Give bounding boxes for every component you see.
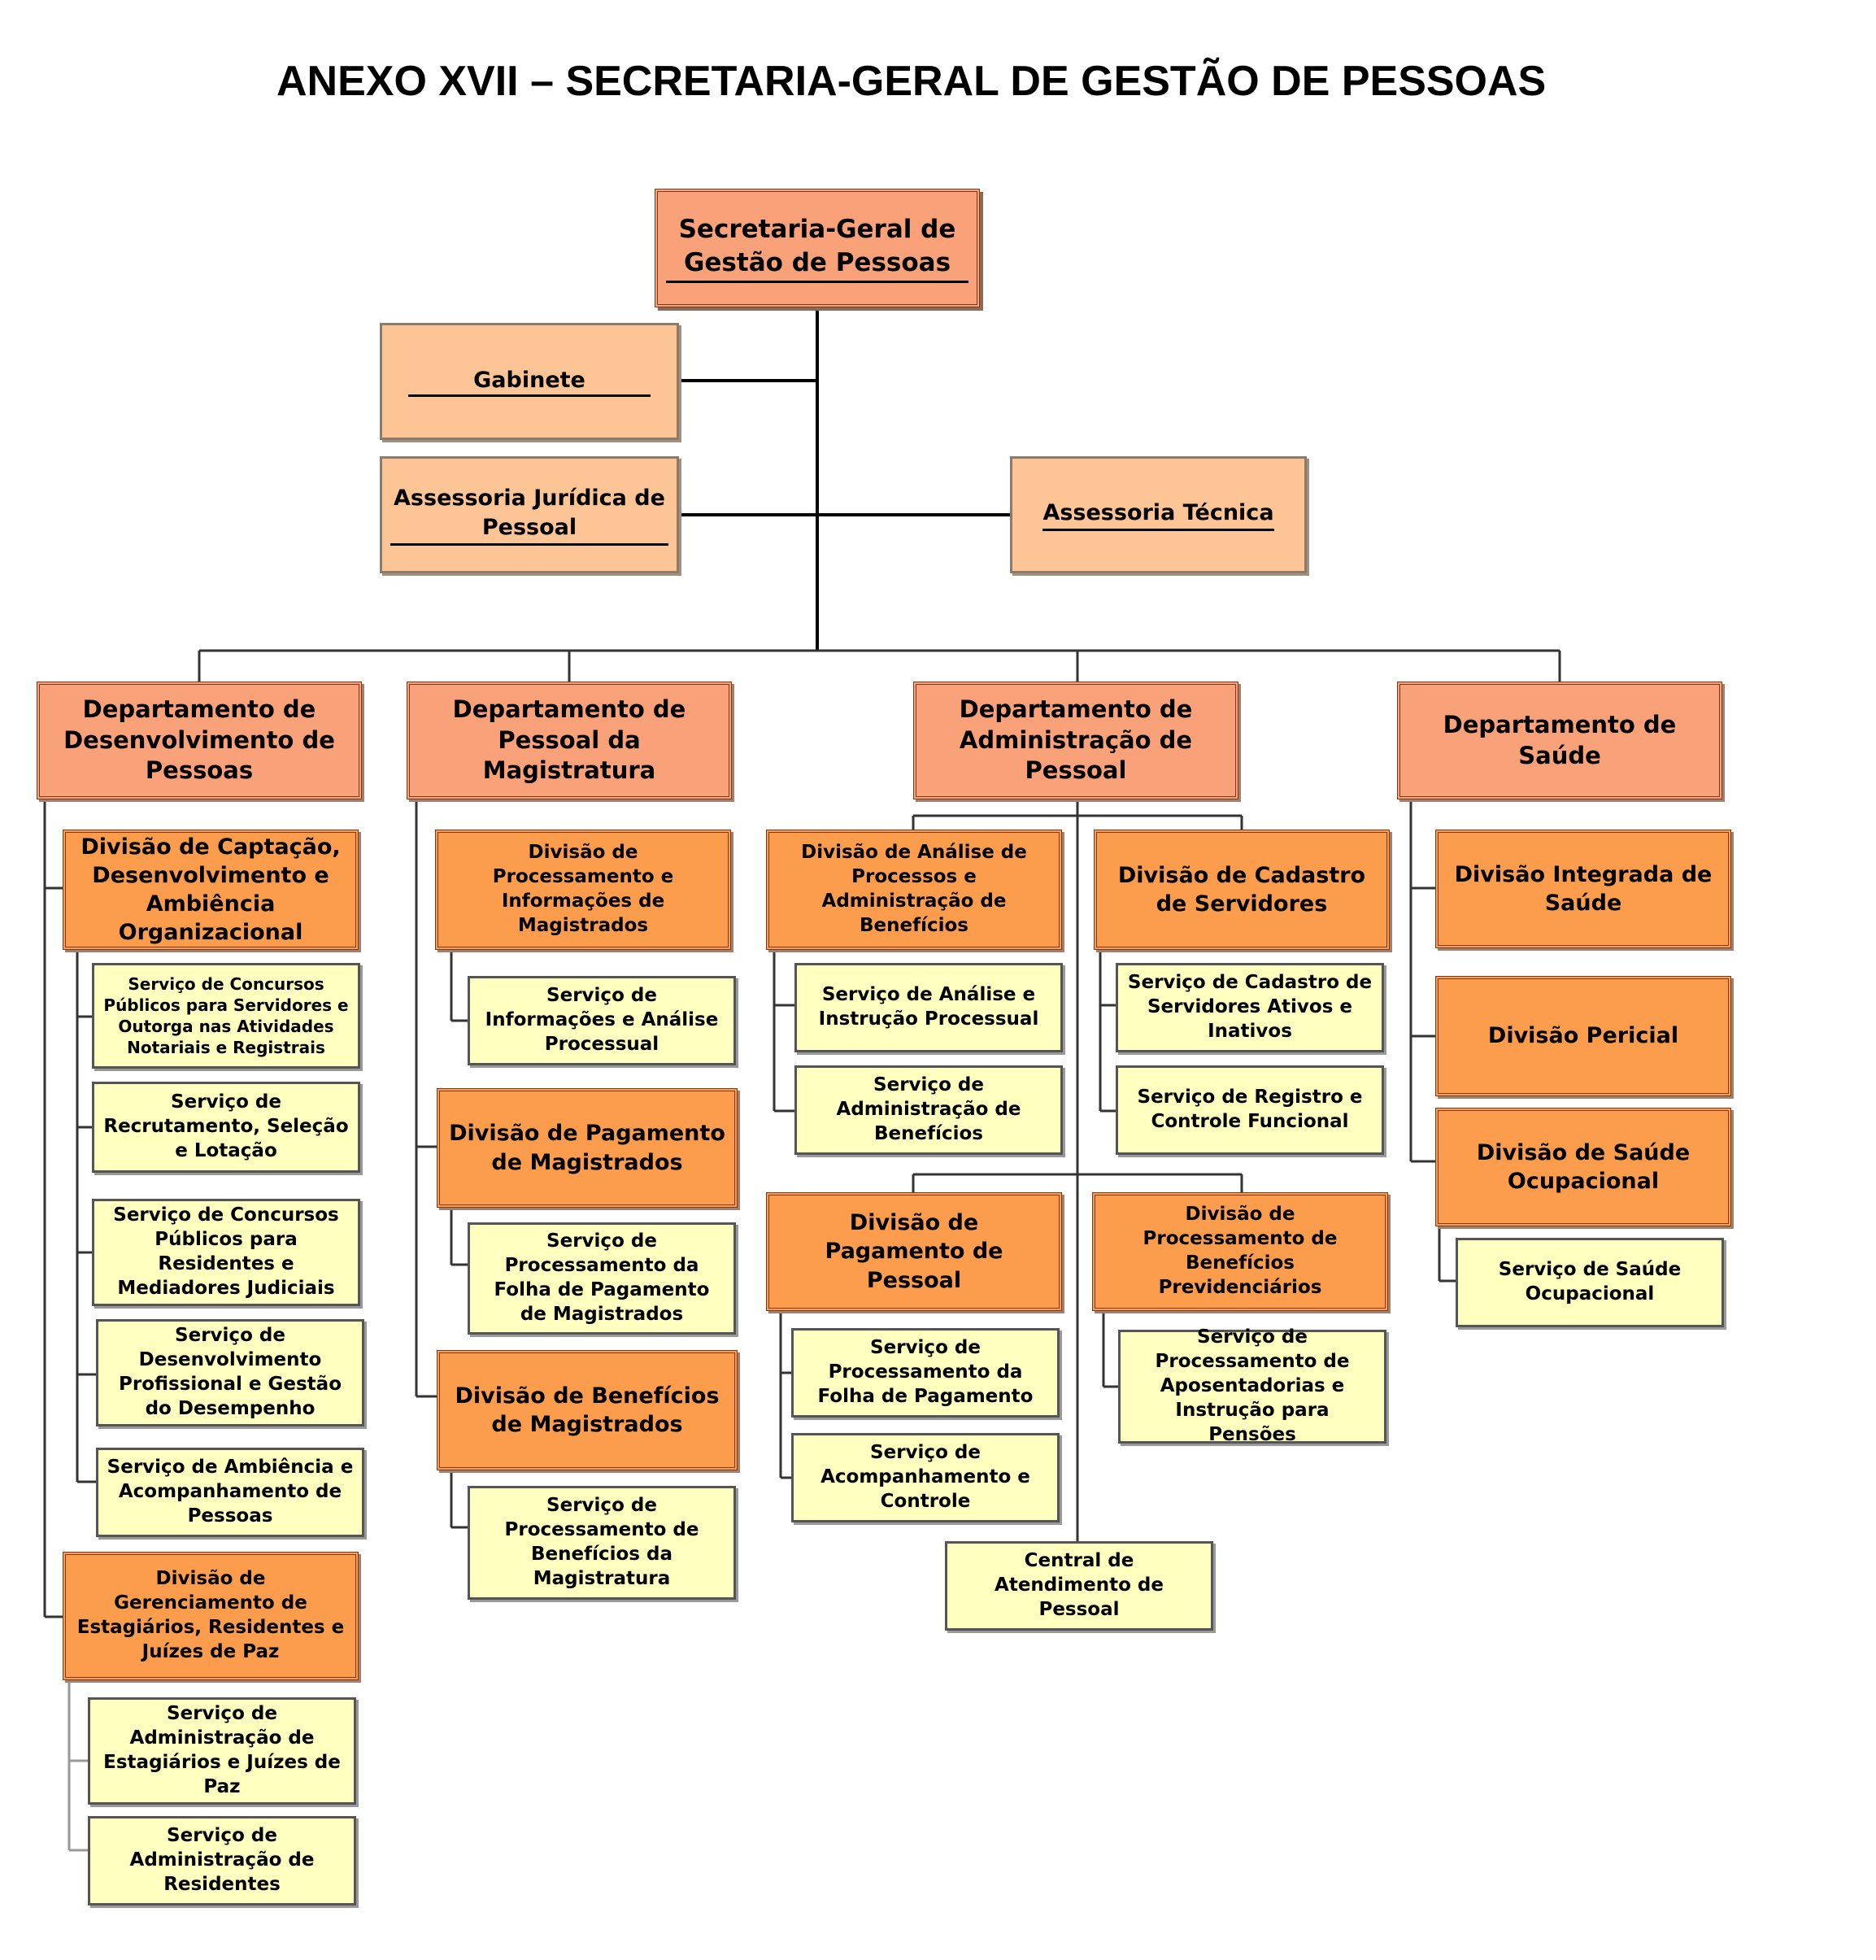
serv-recrutamento-label: Serviço de Recrutamento, Seleção e Lotaç… <box>103 1091 349 1161</box>
serv-analise-label: Serviço de Análise e Instrução Processua… <box>818 984 1039 1030</box>
div-pagamento-magistrados-label: Divisão de Pagamento de Magistrados <box>449 1121 725 1175</box>
serv-desenvolvimento-label: Serviço de Desenvolvimento Profissional … <box>119 1325 342 1419</box>
assessoria-juridica-label: Assessoria Jurídica de Pessoal <box>390 484 668 546</box>
div-cadastro-box: Divisão de Cadastro de Servidores <box>1094 830 1390 950</box>
dept-administracao-label: Departamento de Administração de Pessoal <box>959 695 1193 785</box>
div-ocupacional-box: Divisão de Saúde Ocupacional <box>1435 1108 1731 1226</box>
serv-aposentadorias-box: Serviço de Processamento de Aposentadori… <box>1118 1326 1386 1445</box>
serv-informacoes-box: Serviço de Informações e Análise Process… <box>468 976 736 1065</box>
dept-desenvolvimento-label: Departamento de Desenvolvimento de Pesso… <box>63 695 335 785</box>
div-previdenciarios-label: Divisão de Processamento de Benefícios P… <box>1143 1204 1338 1298</box>
div-beneficios-magistrados-box: Divisão de Benefícios de Magistrados <box>437 1350 738 1470</box>
central-atendimento-box: Central de Atendimento de Pessoal <box>945 1541 1213 1631</box>
dept-desenvolvimento-box: Departamento de Desenvolvimento de Pesso… <box>37 682 362 799</box>
div-pericial-box: Divisão Pericial <box>1435 976 1731 1096</box>
central-atendimento-label: Central de Atendimento de Pessoal <box>995 1550 1164 1620</box>
assessoria-tecnica-label: Assessoria Técnica <box>1042 499 1274 532</box>
div-cadastro-label: Divisão de Cadastro de Servidores <box>1117 862 1366 917</box>
serv-registro-label: Serviço de Registro e Controle Funcional <box>1137 1087 1363 1132</box>
div-estagiarios-label: Divisão de Gerenciamento de Estagiários,… <box>76 1568 345 1662</box>
serv-cadastro-label: Serviço de Cadastro de Servidores Ativos… <box>1127 972 1373 1042</box>
serv-acompanhamento-box: Serviço de Acompanhamento e Controle <box>791 1433 1060 1522</box>
div-processamento-box: Divisão de Processamento e Informações d… <box>435 830 731 950</box>
serv-ocupacional-box: Serviço de Saúde Ocupacional <box>1456 1238 1724 1327</box>
serv-adm-estagiarios-box: Serviço de Administração de Estagiários … <box>88 1697 356 1805</box>
div-previdenciarios-box: Divisão de Processamento de Benefícios P… <box>1092 1192 1388 1311</box>
div-ocupacional-label: Divisão de Saúde Ocupacional <box>1476 1139 1691 1194</box>
serv-concursos-servidores-box: Serviço de Concursos Públicos para Servi… <box>92 963 360 1069</box>
dept-magistratura-label: Departamento de Pessoal da Magistratura <box>452 695 686 785</box>
serv-registro-box: Serviço de Registro e Controle Funcional <box>1116 1065 1384 1155</box>
serv-beneficios-magistratura-label: Serviço de Processamento de Benefícios d… <box>504 1495 699 1589</box>
serv-concursos-servidores-label: Serviço de Concursos Públicos para Servi… <box>103 974 349 1057</box>
dept-administracao-box: Departamento de Administração de Pessoal <box>913 682 1238 799</box>
page-title: ANEXO XVII – SECRETARIA-GERAL DE GESTÃO … <box>276 58 1547 105</box>
div-processamento-label: Divisão de Processamento e Informações d… <box>492 842 674 936</box>
div-analise-label: Divisão de Análise de Processos e Admini… <box>801 842 1027 936</box>
div-captacao-box: Divisão de Captação, Desenvolvimento e A… <box>63 830 359 950</box>
div-analise-box: Divisão de Análise de Processos e Admini… <box>766 830 1062 950</box>
div-pagamento-pessoal-label: Divisão de Pagamento de Pessoal <box>825 1210 1003 1293</box>
serv-aposentadorias-label: Serviço de Processamento de Aposentadori… <box>1155 1326 1350 1445</box>
serv-acompanhamento-label: Serviço de Acompanhamento e Controle <box>820 1442 1030 1512</box>
serv-adm-beneficios-label: Serviço de Administração de Benefícios <box>836 1074 1021 1144</box>
serv-folha-label: Serviço de Processamento da Folha de Pag… <box>817 1337 1034 1407</box>
div-estagiarios-box: Divisão de Gerenciamento de Estagiários,… <box>63 1552 359 1680</box>
serv-beneficios-magistratura-box: Serviço de Processamento de Benefícios d… <box>468 1486 736 1600</box>
serv-adm-residentes-box: Serviço de Administração de Residentes <box>88 1816 356 1906</box>
gabinete-box: Gabinete <box>380 323 679 440</box>
gabinete-label: Gabinete <box>408 366 651 398</box>
serv-recrutamento-box: Serviço de Recrutamento, Seleção e Lotaç… <box>92 1082 360 1173</box>
serv-ambiencia-box: Serviço de Ambiência e Acompanhamento de… <box>96 1448 364 1537</box>
serv-folha-box: Serviço de Processamento da Folha de Pag… <box>791 1328 1060 1418</box>
secretaria-geral-label: Secretaria-Geral de Gestão de Pessoas <box>666 213 968 283</box>
div-beneficios-magistrados-label: Divisão de Benefícios de Magistrados <box>455 1383 720 1437</box>
div-integrada-label: Divisão Integrada de Saúde <box>1454 861 1713 916</box>
div-pagamento-pessoal-box: Divisão de Pagamento de Pessoal <box>766 1192 1062 1311</box>
serv-desenvolvimento-box: Serviço de Desenvolvimento Profissional … <box>96 1319 364 1426</box>
serv-ambiencia-label: Serviço de Ambiência e Acompanhamento de… <box>107 1457 354 1527</box>
serv-folha-magistrados-box: Serviço de Processamento da Folha de Pag… <box>468 1222 736 1335</box>
assessoria-juridica-box: Assessoria Jurídica de Pessoal <box>380 456 679 573</box>
dept-saude-label: Departamento de Saúde <box>1443 710 1677 769</box>
div-integrada-box: Divisão Integrada de Saúde <box>1435 830 1731 948</box>
serv-folha-magistrados-label: Serviço de Processamento da Folha de Pag… <box>494 1230 710 1325</box>
serv-ocupacional-label: Serviço de Saúde Ocupacional <box>1498 1259 1682 1304</box>
serv-concursos-residentes-box: Serviço de Concursos Públicos para Resid… <box>92 1199 360 1306</box>
serv-analise-box: Serviço de Análise e Instrução Processua… <box>794 963 1063 1052</box>
dept-saude-box: Departamento de Saúde <box>1397 682 1722 799</box>
serv-adm-residentes-label: Serviço de Administração de Residentes <box>129 1825 315 1895</box>
serv-informacoes-label: Serviço de Informações e Análise Process… <box>485 985 719 1055</box>
div-pericial-label: Divisão Pericial <box>1487 1023 1679 1049</box>
dept-magistratura-box: Departamento de Pessoal da Magistratura <box>407 682 732 799</box>
serv-cadastro-box: Serviço de Cadastro de Servidores Ativos… <box>1116 963 1384 1052</box>
div-captacao-label: Divisão de Captação, Desenvolvimento e A… <box>81 834 341 946</box>
serv-concursos-residentes-label: Serviço de Concursos Públicos para Resid… <box>113 1204 339 1299</box>
serv-adm-estagiarios-label: Serviço de Administração de Estagiários … <box>103 1703 341 1797</box>
secretaria-geral-box: Secretaria-Geral de Gestão de Pessoas <box>655 189 980 307</box>
assessoria-tecnica-box: Assessoria Técnica <box>1010 456 1307 573</box>
serv-adm-beneficios-box: Serviço de Administração de Benefícios <box>794 1065 1063 1155</box>
div-pagamento-magistrados-box: Divisão de Pagamento de Magistrados <box>437 1088 738 1208</box>
